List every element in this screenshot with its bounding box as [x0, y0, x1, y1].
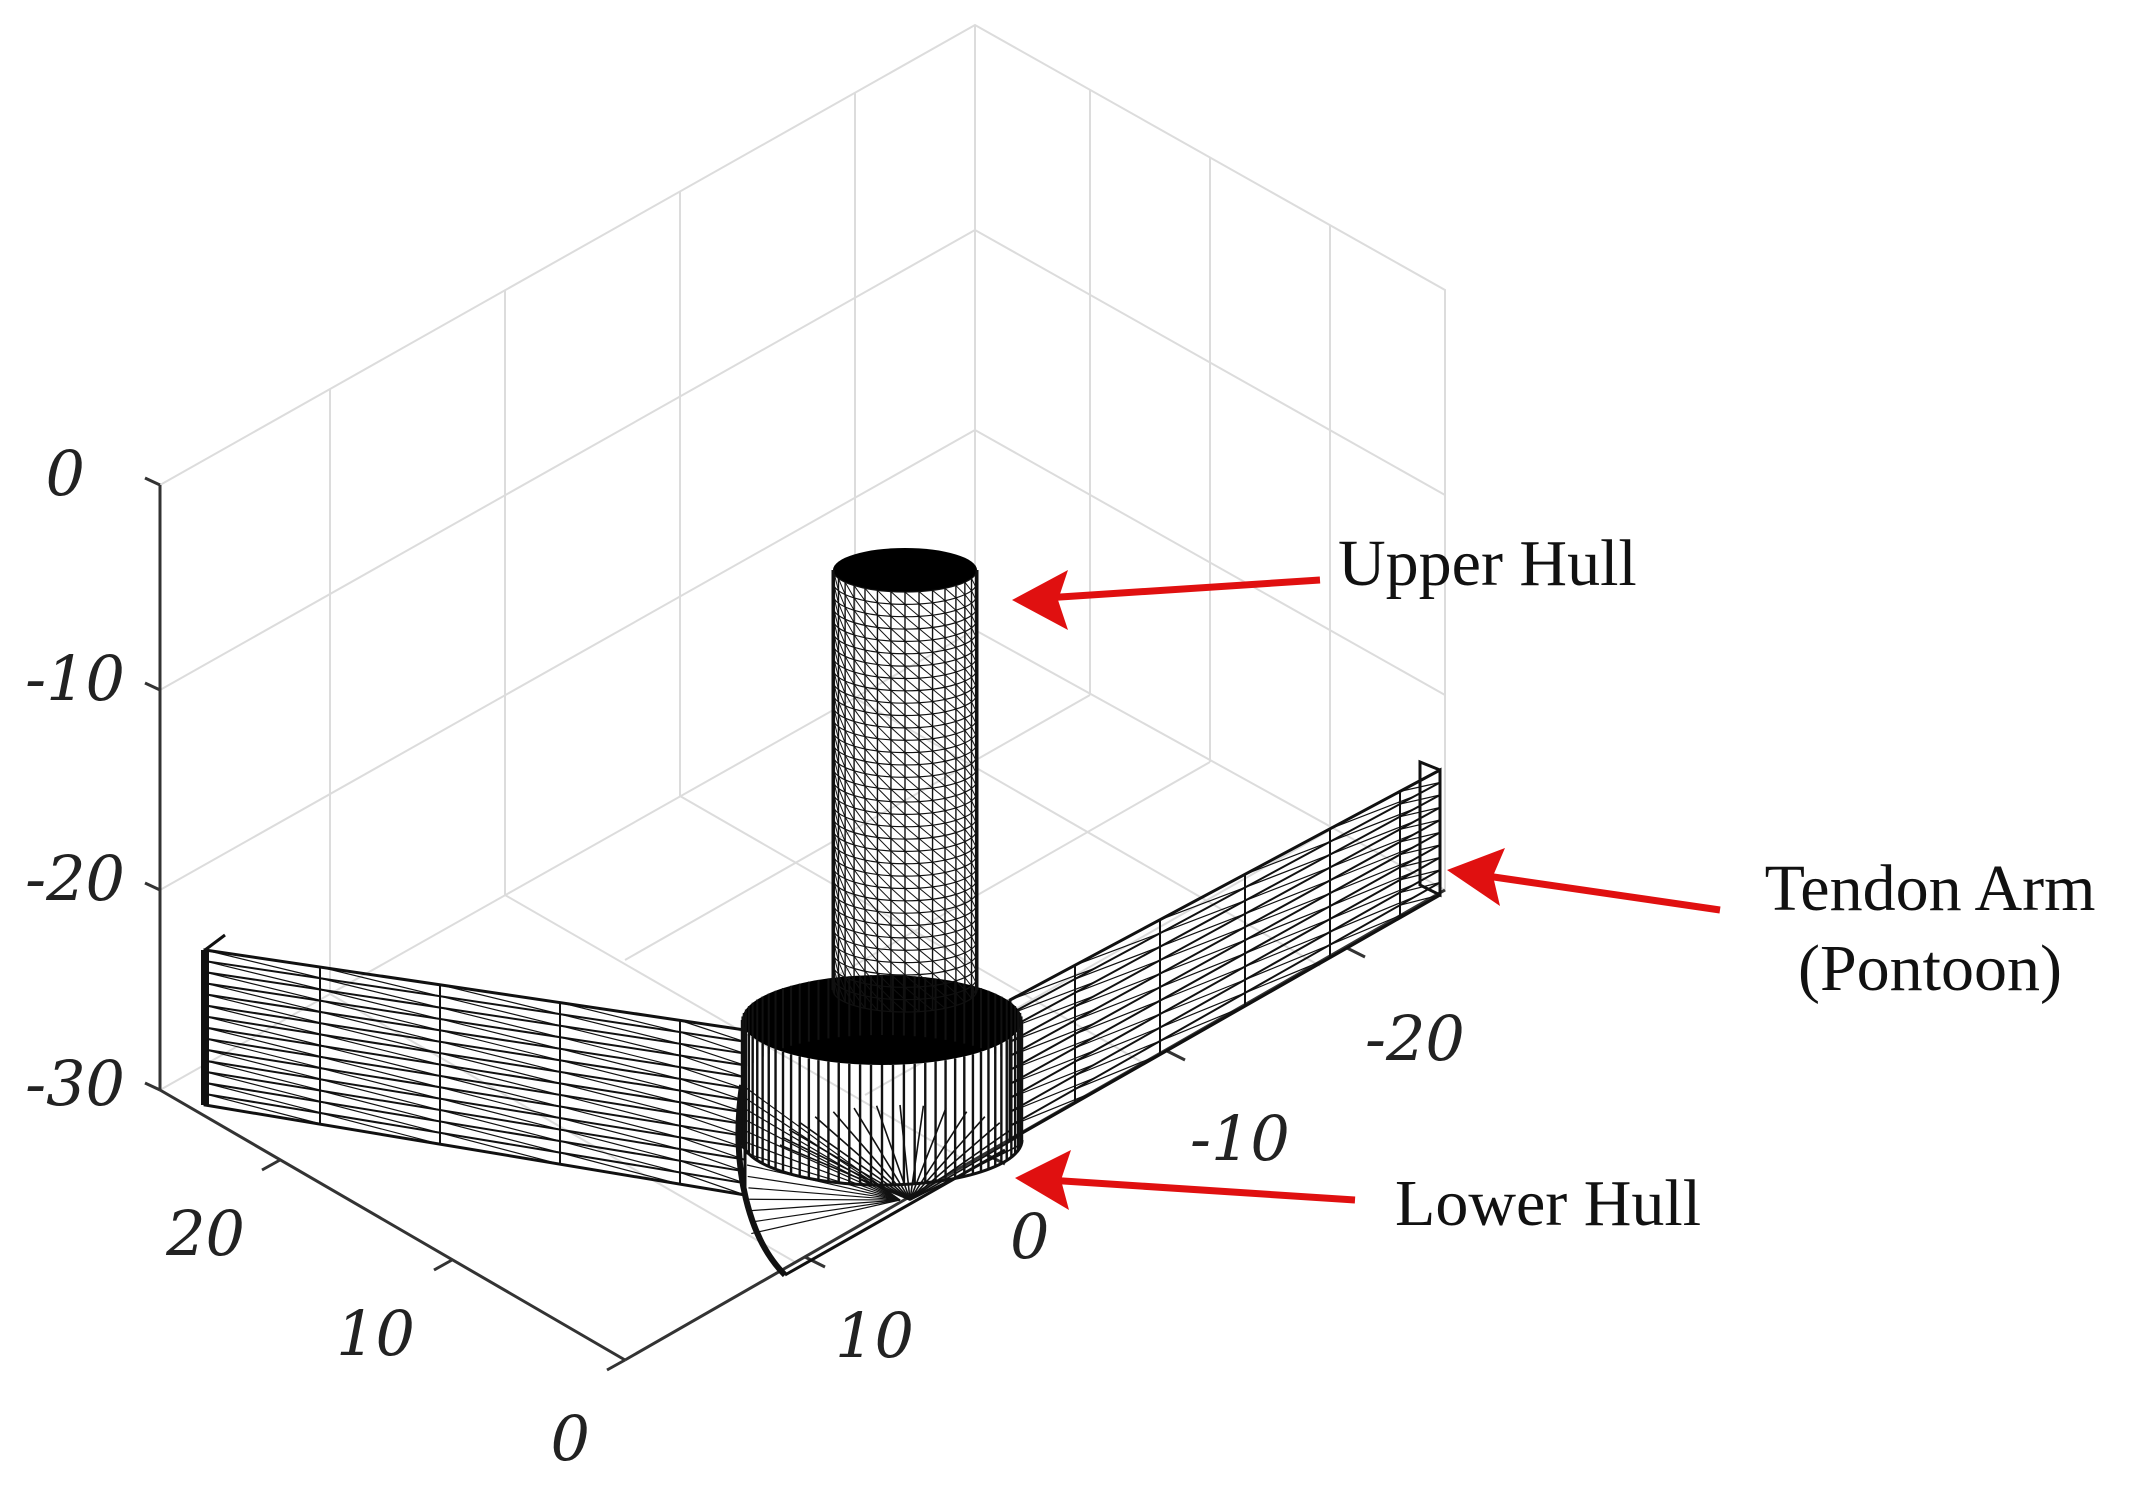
- right-pontoon-mesh: [1008, 759, 1442, 1143]
- x-tick-0: 20: [165, 1197, 245, 1270]
- callout-labels: Upper Hull Tendon Arm (Pontoon) Lower Hu…: [1338, 527, 2095, 1240]
- y-tick-3: 10: [835, 1299, 914, 1372]
- lower-hull-arrow: [1015, 1150, 1356, 1210]
- y-tick-0: -20: [1365, 1002, 1465, 1075]
- upper-hull-mesh: [831, 548, 979, 1013]
- left-pontoon-mesh: [201, 933, 747, 1197]
- x-tick-1: 10: [336, 1297, 415, 1370]
- grid-wall-left: [159, 23, 1446, 1092]
- x-axis: [159, 1088, 626, 1362]
- lower-hull-mesh: [735, 975, 1024, 1278]
- tendon-arm-label-line1: Tendon Arm: [1765, 852, 2096, 925]
- tendon-arm-arrow: [1447, 848, 1721, 914]
- lower-hull-label: Lower Hull: [1395, 1167, 1701, 1240]
- z-tick-labels: 0 -10 -20 -30: [25, 437, 125, 1120]
- y-tick-2: 0: [1010, 1200, 1049, 1273]
- y-tick-labels: -20 -10 0 10: [835, 1002, 1465, 1372]
- callout-arrows: [1012, 570, 1721, 1210]
- z-tick-0: 0: [46, 437, 85, 510]
- y-tick-1: -10: [1190, 1102, 1290, 1175]
- tendon-arm-label-line2: (Pontoon): [1798, 932, 2062, 1005]
- x-tick-labels: 20 10 0: [165, 1197, 590, 1475]
- upper-hull-label: Upper Hull: [1338, 527, 1637, 600]
- z-tick-3: -30: [25, 1047, 125, 1120]
- z-tick-1: -10: [25, 642, 125, 715]
- z-tick-2: -20: [25, 842, 125, 915]
- upper-hull-arrow: [1012, 570, 1321, 630]
- x-tick-2: 0: [551, 1402, 590, 1475]
